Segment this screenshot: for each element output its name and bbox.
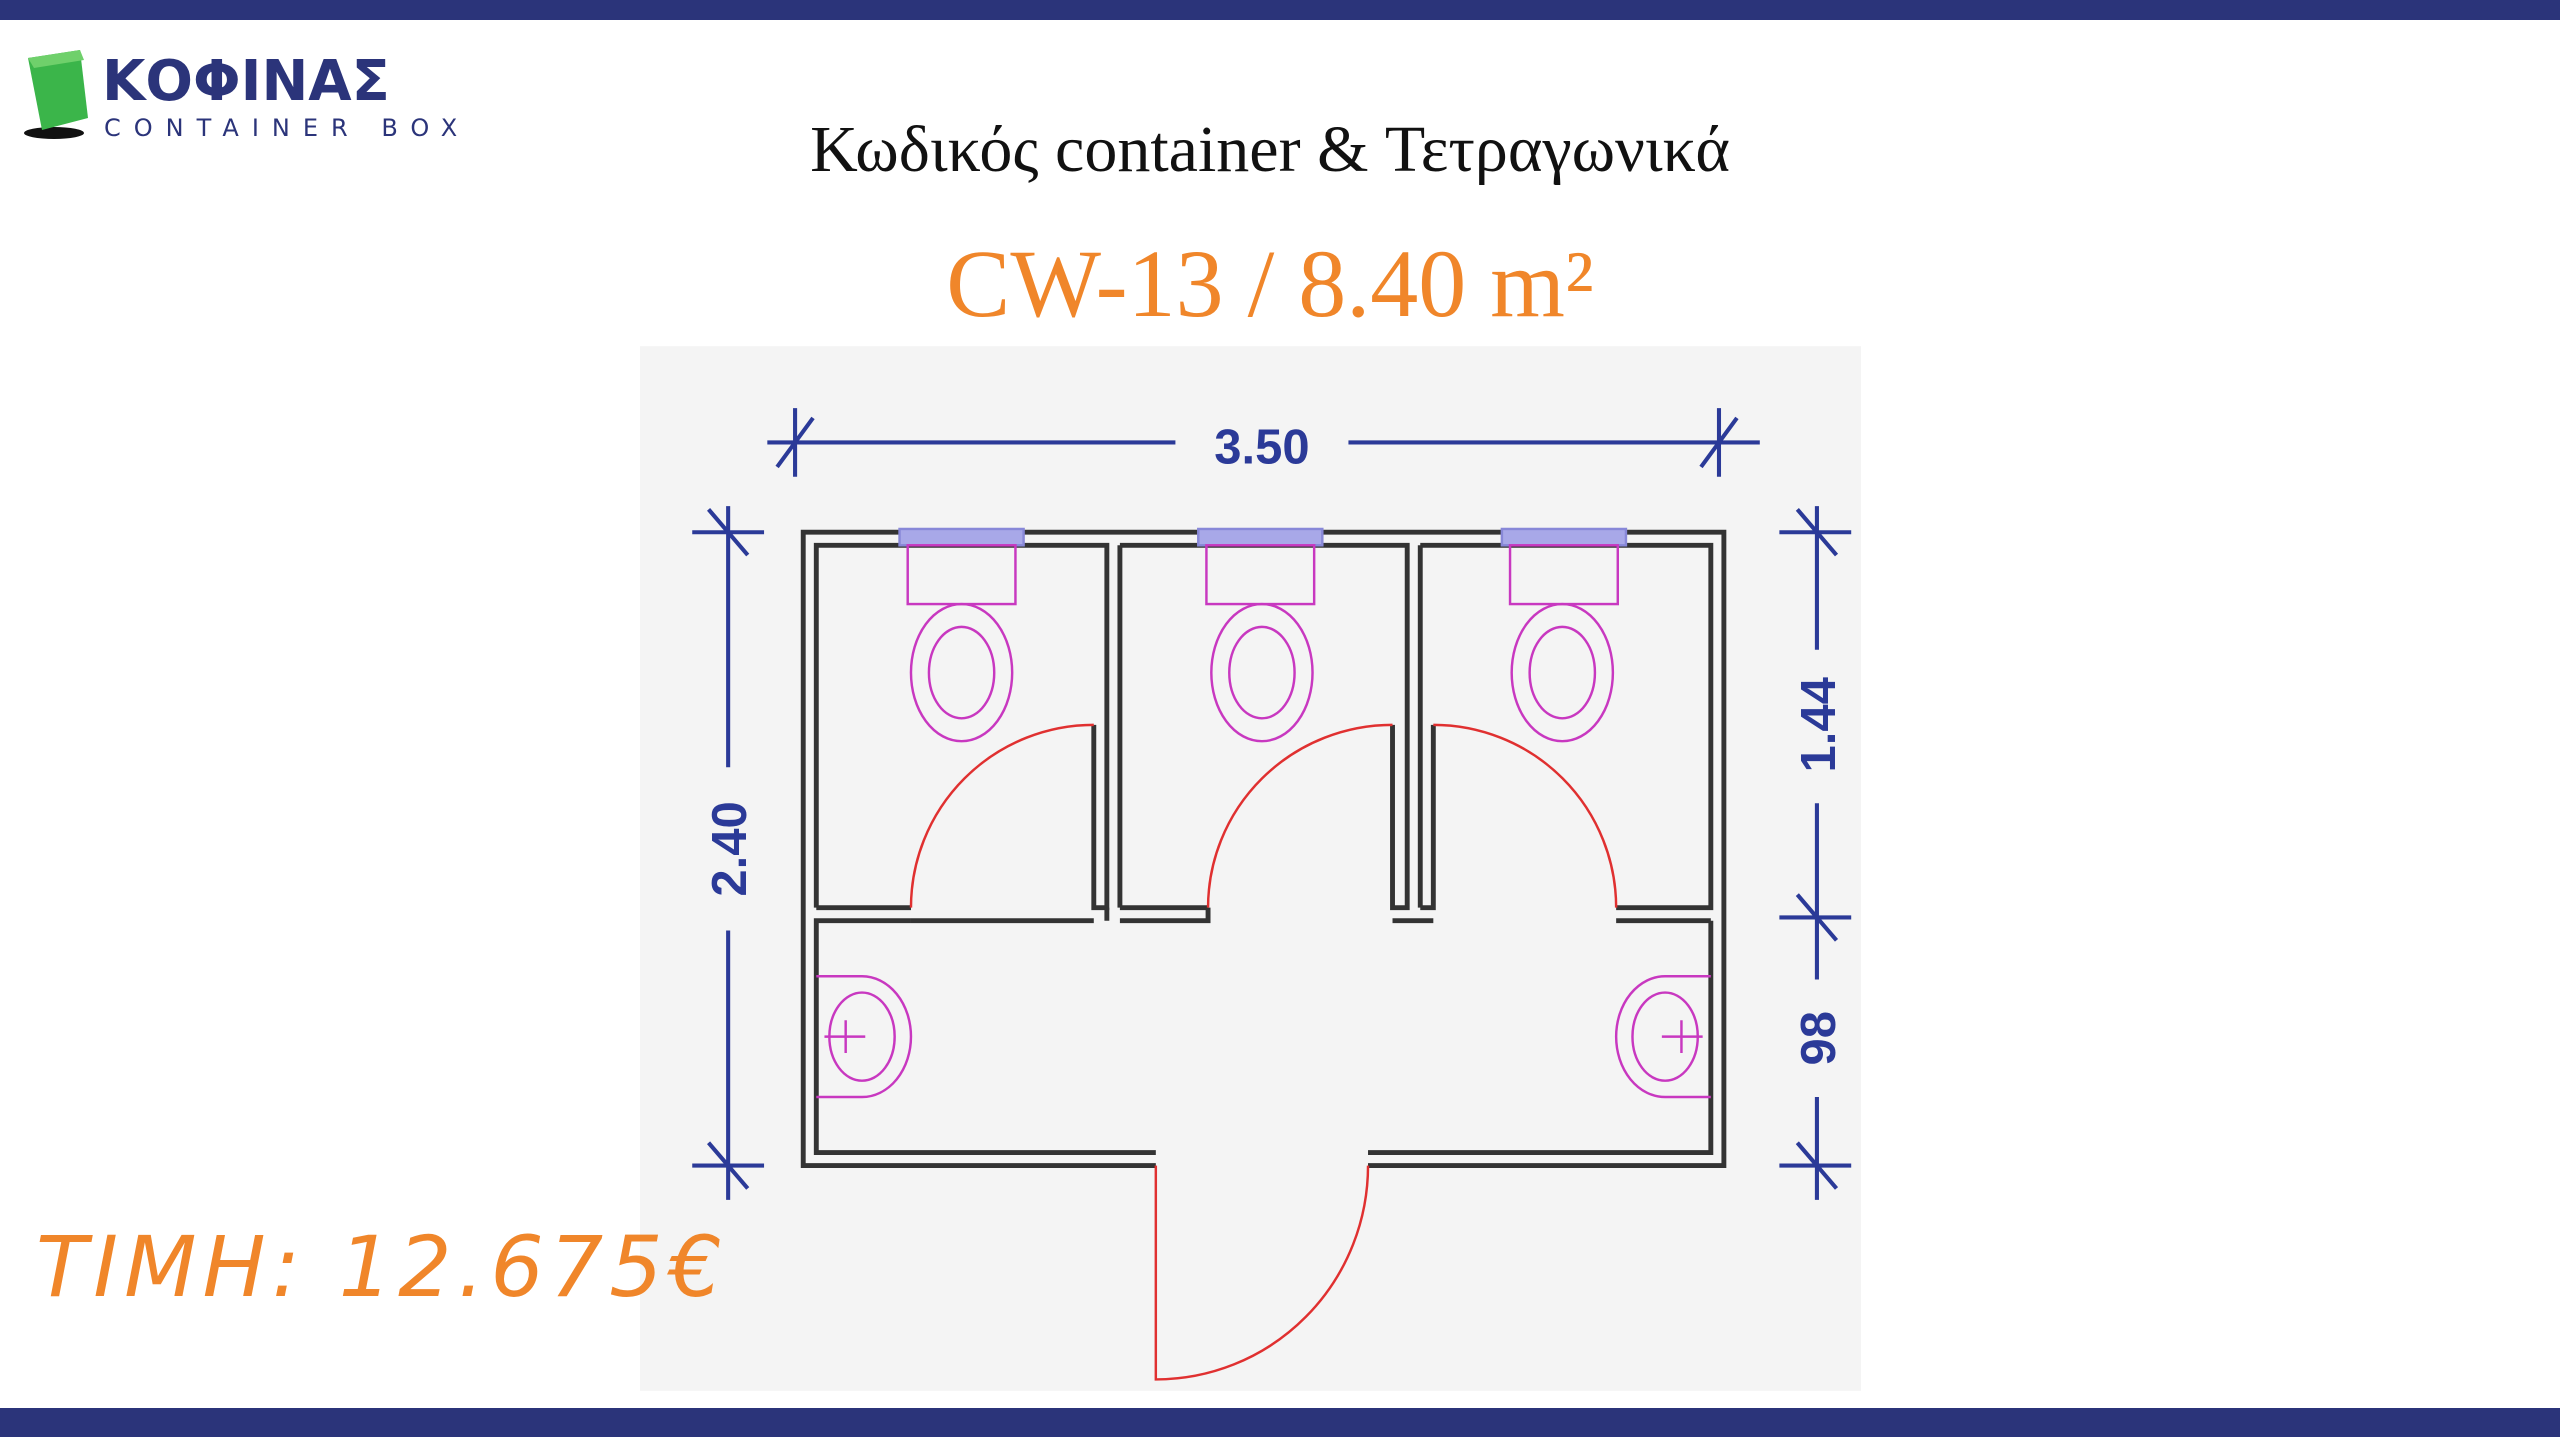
- price-label: ΤΙΜΗ: 12.675€: [36, 1218, 729, 1316]
- logo-shadow: [24, 127, 84, 139]
- floor-plan: 3.50 2.40 1.44 98: [640, 346, 1861, 1391]
- entrance-door: [1154, 1165, 1370, 1381]
- logo-subtitle: CONTAINER BOX: [104, 114, 470, 142]
- dimension-lines: [692, 408, 1852, 1200]
- cubicle-depth-dimension: 1.44: [1792, 677, 1846, 772]
- plan-background: [640, 346, 1861, 1391]
- door-swing: [909, 723, 1094, 908]
- doors: [909, 723, 1618, 1381]
- logo-brand: ΚΟΦΙΝΑΣ: [102, 49, 390, 114]
- cube-icon: [28, 50, 88, 130]
- toilet-icon: [898, 527, 1025, 743]
- page-title: Κωδικός container & Τετραγωνικά: [810, 113, 1730, 186]
- corridor-depth-dimension: 98: [1792, 1011, 1846, 1065]
- logo: ΚΟΦΙΝΑΣ CONTAINER BOX: [22, 38, 482, 148]
- top-bar: [0, 0, 2560, 20]
- height-dimension: 2.40: [703, 801, 757, 896]
- bottom-bar: [0, 1408, 2560, 1437]
- door-swing: [1433, 723, 1618, 908]
- container-code: CW-13 / 8.40 m²: [946, 230, 1594, 337]
- toilet-icon: [1197, 527, 1324, 743]
- toilet-icon: [1500, 527, 1628, 743]
- sink-icon: [1614, 975, 1711, 1099]
- width-dimension: 3.50: [1214, 421, 1309, 475]
- door-swing: [1206, 723, 1393, 908]
- sink-icon: [816, 975, 913, 1099]
